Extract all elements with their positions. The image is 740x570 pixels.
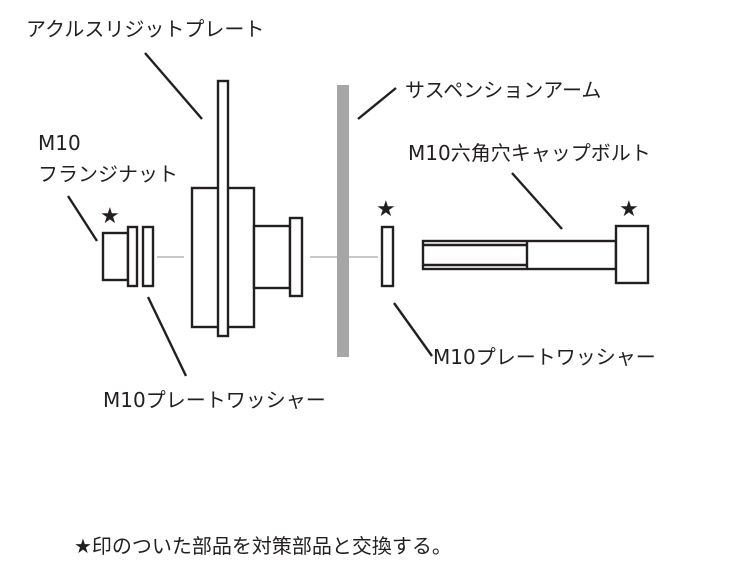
- hex-socket-cap-bolt: [421, 224, 650, 285]
- leader-line-washer-left: [146, 296, 188, 377]
- suspension-arm: [337, 85, 349, 357]
- plate-washer-left: [141, 225, 155, 288]
- plate-washer-right: [380, 225, 395, 288]
- leader-line-washer-right: [393, 302, 433, 357]
- label-axle-rigid-plate: アクルスリジットプレート: [26, 17, 264, 41]
- leader-line-cap-bolt: [511, 172, 563, 230]
- flange-nut: [101, 225, 139, 288]
- footer-note: ★印のついた部品を対策部品と交換する。: [74, 534, 452, 558]
- axle-rigid-plate: [216, 79, 230, 338]
- star-icon: ★: [619, 197, 639, 222]
- label-washer-left: M10プレートワッシャー: [103, 388, 326, 412]
- star-icon: ★: [376, 197, 396, 222]
- hub-assembly: [190, 79, 304, 338]
- label-flange-nut-size: M10: [38, 131, 81, 155]
- label-suspension-arm: サスペンションアーム: [405, 78, 601, 102]
- label-flange-nut: フランジナット: [38, 162, 178, 186]
- leader-line-flange-nut: [66, 195, 99, 242]
- label-cap-bolt: M10六角穴キャップボルト: [408, 141, 651, 165]
- label-washer-right: M10プレートワッシャー: [433, 345, 656, 369]
- leader-line-axle-plate: [144, 52, 203, 120]
- leader-line-suspension-arm: [357, 87, 397, 120]
- star-icon: ★: [100, 204, 120, 229]
